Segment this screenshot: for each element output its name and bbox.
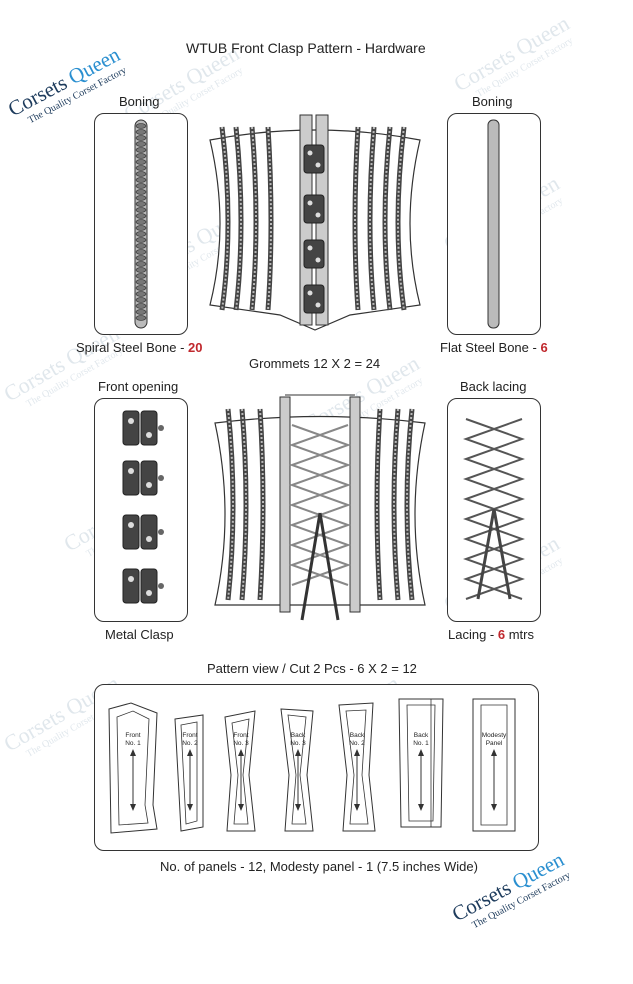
- spiral-bone-count: 20: [188, 340, 203, 355]
- panel-label: Front: [125, 732, 140, 739]
- back-lacing-box: [447, 398, 541, 622]
- spiral-bone-box: [94, 113, 188, 335]
- flat-bone-heading: Boning: [472, 94, 513, 109]
- panel-label: No. 1: [413, 740, 429, 747]
- pattern-view-caption: Pattern view / Cut 2 Pcs - 6 X 2 = 12: [207, 661, 417, 676]
- lacing-icon: [463, 418, 525, 600]
- panel-label: Panel: [486, 740, 503, 747]
- panel-label: Front: [233, 732, 248, 739]
- back-lacing-heading: Back lacing: [460, 379, 527, 394]
- spiral-bone-heading: Boning: [119, 94, 160, 109]
- corset-back-illustration: [214, 394, 426, 621]
- flat-bone-icon: [487, 119, 500, 329]
- panel-label: Front: [182, 732, 197, 739]
- flat-bone-count: 6: [540, 340, 548, 355]
- panel-label: Modesty: [482, 732, 507, 739]
- metal-clasp-caption: Metal Clasp: [105, 627, 174, 642]
- panel-label: No. 1: [125, 740, 141, 747]
- spiral-bone-icon: [134, 119, 148, 329]
- page-title: WTUB Front Clasp Pattern - Hardware: [186, 40, 426, 56]
- front-opening-heading: Front opening: [98, 379, 179, 394]
- flat-bone-caption: Flat Steel Bone - 6: [440, 340, 548, 355]
- panel-label: No. 3: [290, 740, 306, 747]
- metal-clasp-box: [94, 398, 188, 622]
- lacing-length: 6: [497, 627, 506, 642]
- panel-label: No. 2: [182, 740, 198, 747]
- flat-bone-box: [447, 113, 541, 335]
- panel-label: Back: [414, 732, 429, 739]
- corset-front-illustration: [209, 114, 421, 331]
- panel-label: No. 3: [233, 740, 249, 747]
- panel-label: Back: [291, 732, 306, 739]
- lacing-caption: Lacing - 6 mtrs: [448, 627, 534, 642]
- grommets-caption: Grommets 12 X 2 = 24: [249, 356, 381, 371]
- panel-label: Back: [350, 732, 365, 739]
- panel-label: No. 2: [349, 740, 365, 747]
- metal-clasp-icon: [122, 410, 164, 604]
- spiral-bone-caption: Spiral Steel Bone - 20: [76, 340, 203, 355]
- panels-footer: No. of panels - 12, Modesty panel - 1 (7…: [160, 859, 478, 874]
